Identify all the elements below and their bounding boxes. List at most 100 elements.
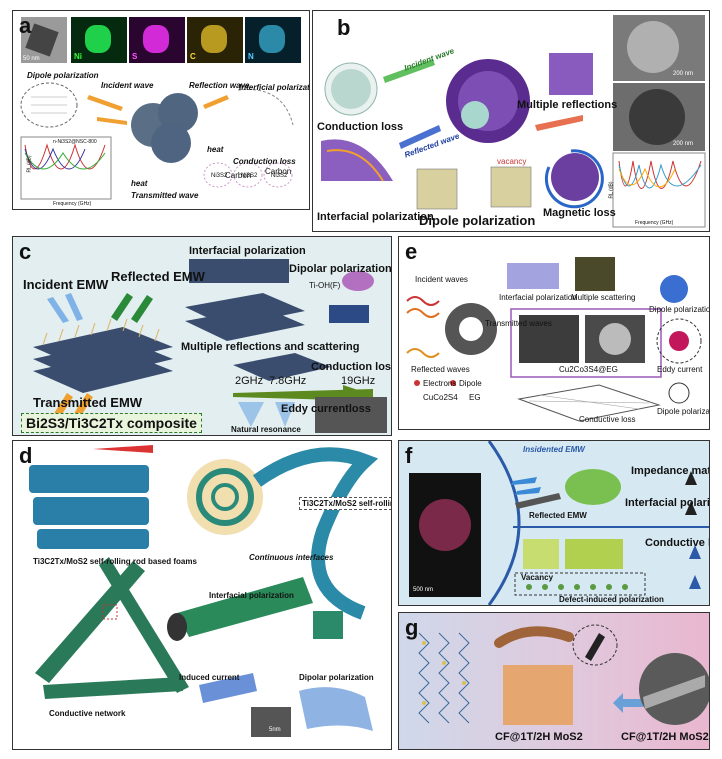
panel-a-schematic [20, 82, 294, 200]
label-incident: Incident EMW [23, 277, 109, 292]
label-dipolar: Dipolar polarization [299, 673, 374, 682]
label-carbon-1: Carbon [225, 171, 252, 180]
plot-ylabel: RL (dB) [26, 155, 33, 173]
plot-ylabel: RL (dB) [608, 181, 615, 199]
panel-label-d: d [19, 443, 33, 468]
label-magnetic: Magnetic loss [543, 207, 616, 219]
label-impedance: Impedance matching [631, 465, 709, 477]
label-incident: Insidented EMW [523, 445, 585, 454]
eds-label-s: S [132, 52, 138, 61]
label-ni3s2-2: Ni3S2 [241, 173, 258, 179]
label-conduction: Conduction loss [311, 361, 392, 373]
label-19ghz: 19GHz [341, 375, 376, 387]
scale-2: 200 nm [673, 141, 694, 147]
panel-label-e: e [405, 239, 418, 264]
eds-label-c: C [190, 52, 196, 61]
label-conduction: Conduction loss [233, 157, 296, 166]
tem-image: 50 nm [21, 17, 67, 63]
label-transmitted: Transmitted waves [485, 319, 552, 328]
label-interfacial: Interficial polarization [239, 83, 310, 92]
label-reflection: Reflection wave [189, 81, 250, 90]
eds-map-ni: Ni [71, 17, 127, 63]
panel-f-schematic [409, 441, 709, 605]
label-interfacial: Interfacial polarization [499, 293, 577, 302]
panel-label-c: c [19, 239, 32, 264]
panel-e-schematic [406, 257, 702, 422]
label-reflected: Reflected EMW [111, 269, 205, 284]
label-interfacial: Interfacial polarization [189, 245, 306, 257]
label-2ghz: 2GHz [235, 375, 264, 387]
label-transmitted: Transmitted wave [131, 191, 199, 200]
label-dipole-2: Dipole polarization [657, 407, 710, 416]
label-multiple: Multiple scattering [571, 293, 636, 302]
label-incident: Incident wave [101, 81, 154, 90]
eds-map-s: S [129, 17, 185, 63]
label-network: Conductive network [49, 709, 126, 718]
label-conduction: Conduction loss [317, 121, 404, 133]
label-interfacial: Interfacial polarization [209, 591, 294, 600]
panel-c-schematic [33, 259, 387, 433]
label-carbon-2: Carbon [265, 167, 292, 176]
panel-label-b: b [337, 15, 351, 40]
scale-label: 50 nm [23, 56, 40, 62]
panel-f: f Insidented EMW Reflected EMW Impedance… [398, 440, 710, 606]
label-cf-1: CF@1T/2H MoS2 [495, 731, 583, 743]
panel-label-a: a [19, 13, 32, 38]
panel-c: c Interf [12, 236, 392, 436]
label-tioh: Ti-OH(F) [309, 281, 341, 290]
panel-d-schematic [29, 445, 379, 737]
label-interfacial: Interfacial polarization [317, 211, 434, 223]
label-dipole: Dipole polarization [419, 213, 536, 228]
label-7-8ghz: 7.8GHz [269, 375, 307, 387]
label-eddy: Eddy current [657, 365, 703, 374]
label-ni3s2-1: Ni3S2 [211, 173, 228, 179]
panel-d: d Ti3C2Tx/MoS2 self-rolling rods Ti3C2Tx… [12, 440, 392, 750]
label-natural: Natural resonance [231, 425, 301, 434]
composite-box: Bi2S3/Ti3C2Tx composite [21, 413, 202, 433]
eds-label-ni: Ni [74, 52, 82, 61]
label-transmitted: Transmitted EMW [33, 395, 143, 410]
label-reflected: Reflected waves [411, 365, 470, 374]
eds-map-n: N [245, 17, 301, 63]
label-dipolar: Dipolar polarization [289, 263, 392, 275]
label-interfaces: Continuous interfaces [249, 553, 334, 562]
panel-b: b Conduction loss Incident wave Reflecte… [312, 10, 710, 232]
legend-dipole: Dipole [459, 379, 482, 388]
label-cf-2: CF@1T/2H MoS2 [621, 731, 709, 743]
eds-label-n: N [248, 52, 254, 61]
label-vacancy: Vacancy [521, 573, 554, 582]
label-conductive: Conductive loss [645, 537, 709, 549]
label-composite: Cu2Co3S4@EG [559, 365, 618, 374]
panel-g-schematic [418, 624, 709, 725]
legend-cuco: CuCo2S4 [423, 393, 458, 402]
panel-g: g CF@1T/2H MoS2 CF@1T/2H MoS2 [398, 612, 710, 750]
plot-xlabel: Frequency (GHz) [53, 201, 92, 207]
plot-title: n-Ni3S2@NSC-800 [53, 139, 97, 145]
label-heat-1: heat [131, 179, 148, 188]
label-eddy: Eddy currentloss [281, 403, 371, 415]
panel-a: a 50 nm Ni S C N [12, 10, 310, 210]
label-heat-2: heat [207, 145, 224, 154]
panel-e: e Incident waves Interfacial polarizatio… [398, 236, 710, 430]
label-conductive: Conductive loss [579, 415, 636, 424]
label-multiple: Multiple reflections [517, 99, 618, 111]
label-interfacial: Interfacial polarization [625, 497, 710, 509]
panel-label-f: f [405, 443, 413, 468]
label-rods: Ti3C2Tx/MoS2 self-rolling rods [299, 497, 391, 510]
label-dipole-1: Dipole polarization [649, 305, 710, 314]
label-incident: Incident waves [415, 275, 468, 284]
label-foams: Ti3C2Tx/MoS2 self-rolling rod based foam… [33, 557, 197, 566]
legend-electrons: Electrons [423, 379, 457, 388]
panel-label-g: g [405, 615, 419, 640]
legend-eg: EG [469, 393, 481, 402]
plot-xlabel: Frequency (GHz) [635, 220, 674, 226]
label-defect: Defect-induced polarization [559, 595, 664, 604]
panel-b-schematic [321, 15, 706, 228]
scale-label: 5nm [269, 727, 281, 733]
scale-label: 500 nm [413, 587, 434, 593]
label-ni3s2-3: Ni3S2 [271, 173, 288, 179]
label-induced: Induced current [179, 673, 240, 682]
eds-map-c: C [187, 17, 243, 63]
label-reflected: Reflected EMW [529, 511, 587, 520]
label-multiple: Multiple reflections and scattering [181, 341, 360, 353]
